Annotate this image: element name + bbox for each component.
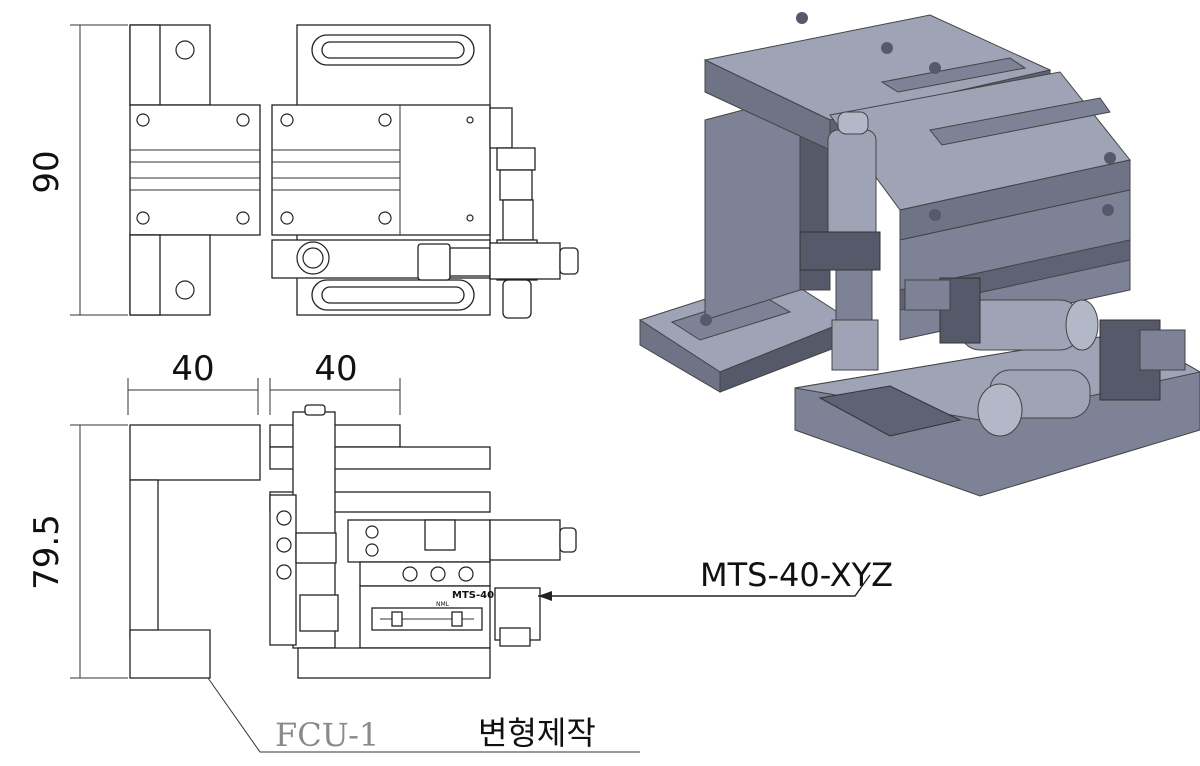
- stage-front-view: MTS-40 NML: [269, 404, 577, 679]
- top-view: 90: [27, 24, 579, 319]
- dimension-79-5-label: 79.5: [27, 514, 67, 590]
- render-3d: [638, 12, 1200, 497]
- plate-text: MTS-40: [452, 590, 494, 601]
- front-view: 40 40 79.5: [27, 349, 893, 754]
- dimension-40-right-label: 40: [314, 349, 357, 389]
- dimension-40-left: 40: [127, 349, 259, 415]
- dimension-79-5: 79.5: [27, 424, 128, 679]
- stage-model-label: MTS-40-XYZ: [700, 556, 893, 594]
- dimension-90: 90: [27, 24, 128, 316]
- stage-top-view: [271, 24, 579, 319]
- plate-subtext: NML: [436, 601, 450, 608]
- bracket-model-label: FCU-1: [275, 716, 379, 754]
- leader-fcu: FCU-1 변형제작: [207, 677, 640, 754]
- bracket-note-label: 변형제작: [478, 714, 596, 752]
- leader-mts: MTS-40-XYZ: [538, 556, 893, 601]
- dimension-40-left-label: 40: [171, 349, 214, 389]
- dimension-40-right: 40: [269, 349, 401, 415]
- dimension-90-label: 90: [27, 150, 67, 193]
- bracket-front-view: [129, 424, 261, 679]
- bracket-top-view: [129, 24, 261, 316]
